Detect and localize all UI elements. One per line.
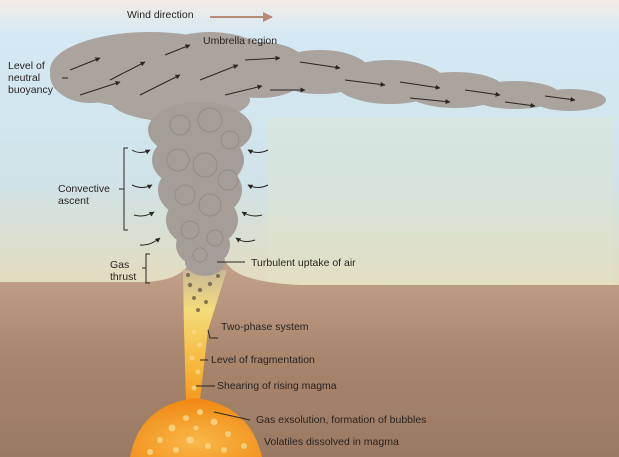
gas-thrust-bracket [142,253,150,284]
conduit-fragments [186,273,220,312]
volatiles-label: Volatiles dissolved in magma [264,436,399,448]
two-phase-system-label: Two-phase system [221,321,309,333]
eruption-plume [148,102,252,276]
umbrella-region-label: Umbrella region [203,35,278,47]
background-text-area [268,118,613,308]
magma-bubbles [147,330,247,455]
convective-ascent-label: Convective ascent [58,183,110,207]
magma-conduit [183,270,227,400]
wind-direction-label: Wind direction [127,9,194,21]
gas-thrust-label: Gas thrust [110,259,137,283]
air-uptake-arrows [131,149,269,246]
convective-ascent-bracket [119,147,128,231]
plume-swirls [166,107,240,263]
neutral-buoyancy-label: Level of neutral buoyancy [8,60,53,96]
leader-lines [62,77,251,421]
gas-exsolution-label: Gas exsolution, formation of bubbles [256,414,427,426]
umbrella-cloud [50,32,606,122]
wind-arrows [69,44,576,108]
turbulent-uptake-label: Turbulent uptake of air [251,257,356,269]
shearing-label: Shearing of rising magma [217,380,337,392]
volcano-ground [0,262,619,457]
fragmentation-level-label: Level of fragmentation [211,354,315,366]
